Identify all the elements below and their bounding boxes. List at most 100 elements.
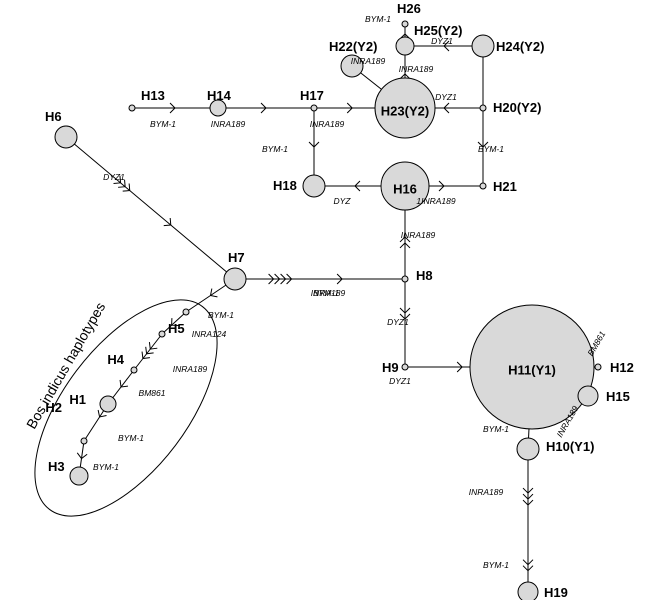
mutation-label-m16: BYM-1 xyxy=(313,288,339,298)
node-h2 xyxy=(80,437,88,445)
node-label-h6: H6 xyxy=(45,109,62,124)
node-label-h23: H23(Y2) xyxy=(381,103,429,118)
node-h4 xyxy=(130,366,138,374)
node-label-h26: H26 xyxy=(397,1,421,16)
mutation-tick xyxy=(286,273,293,285)
node-intermediate xyxy=(182,308,190,316)
node-label-h19: H19 xyxy=(544,585,568,600)
node-label-h9: H9 xyxy=(382,360,399,375)
mutation-tick xyxy=(308,141,320,148)
mutation-tick xyxy=(209,288,218,298)
node-label-h7: H7 xyxy=(228,250,245,265)
node-h7 xyxy=(223,267,247,291)
node-h1 xyxy=(99,395,117,413)
mutation-tick xyxy=(399,307,411,314)
mutation-label-m23: BYM-1 xyxy=(483,560,509,570)
node-h21 xyxy=(479,182,487,190)
mutation-tick xyxy=(274,273,281,285)
mutation-tick xyxy=(399,236,411,243)
mutation-tick xyxy=(169,102,176,114)
node-h12 xyxy=(594,363,602,371)
edge-h6-h7 xyxy=(65,136,236,280)
mutation-tick xyxy=(522,487,534,494)
mutation-label-m2: INRA189 xyxy=(211,119,246,129)
node-h20 xyxy=(479,104,487,112)
mutation-tick xyxy=(122,183,131,192)
mutation-label-m29: BYM-1 xyxy=(93,462,119,472)
node-label-h17: H17 xyxy=(300,88,324,103)
mutation-tick xyxy=(97,409,107,418)
mutation-label-m24: BYM-1 xyxy=(208,310,234,320)
mutation-tick xyxy=(119,379,129,388)
mutation-tick xyxy=(522,499,534,506)
mutation-label-m8: DYZ1 xyxy=(435,92,457,102)
mutation-label-m22: INRA189 xyxy=(469,487,504,497)
node-label-h5: H5 xyxy=(168,321,185,336)
node-h11 xyxy=(469,304,595,430)
mutation-label-m12: INRA189 xyxy=(351,56,386,66)
node-h25 xyxy=(395,36,415,56)
mutation-label-m11: INRA189 xyxy=(399,64,434,74)
edge-ia-h5 xyxy=(161,311,187,335)
mutation-tick xyxy=(522,559,534,566)
node-label-h22: H22(Y2) xyxy=(329,39,377,54)
mutation-tick xyxy=(477,141,489,148)
mutation-tick xyxy=(354,180,361,192)
node-h8 xyxy=(401,275,409,283)
mutation-tick xyxy=(438,180,445,192)
mutation-tick xyxy=(346,102,353,114)
node-h9 xyxy=(401,363,409,371)
mutation-tick xyxy=(141,351,150,360)
node-label-h4: H4 xyxy=(107,352,124,367)
mutation-tick xyxy=(163,217,172,227)
node-label-h16: H16 xyxy=(393,181,417,196)
mutation-label-m9: DYZ1 xyxy=(431,36,453,46)
node-h24 xyxy=(471,34,495,58)
mutation-tick xyxy=(456,361,463,373)
node-h26 xyxy=(401,20,409,28)
mutation-tick xyxy=(336,273,343,285)
node-label-h13: H13 xyxy=(141,88,165,103)
mutation-label-m13: INRA189 xyxy=(401,230,436,240)
node-h18 xyxy=(302,174,326,198)
node-h16 xyxy=(380,161,430,211)
mutation-tick xyxy=(113,175,122,184)
node-h23 xyxy=(374,77,436,139)
mutation-label-m4: BYM-1 xyxy=(262,144,288,154)
mutation-label-m5: DYZ xyxy=(334,196,352,206)
node-label-h1: H1 xyxy=(69,392,86,407)
mutation-tick xyxy=(399,73,411,80)
mutation-tick xyxy=(148,341,158,350)
node-h22 xyxy=(340,54,364,78)
node-h3 xyxy=(69,466,89,486)
mutation-tick xyxy=(443,102,450,114)
mutation-label-m25: INRA124 xyxy=(192,329,227,339)
node-h10 xyxy=(516,437,540,461)
mutation-tick xyxy=(399,313,411,320)
mutation-tick xyxy=(145,346,154,355)
mutation-label-m26: INRA189 xyxy=(173,364,208,374)
mutation-label-m17: DYZ1 xyxy=(389,376,411,386)
node-h15 xyxy=(577,385,599,407)
mutation-tick xyxy=(522,565,534,572)
node-h17 xyxy=(310,104,318,112)
mutation-tick xyxy=(260,102,267,114)
node-label-h8: H8 xyxy=(416,268,433,283)
node-label-h20: H20(Y2) xyxy=(493,100,541,115)
bos-indicus-group-label: Bos indicus haplotypes xyxy=(23,299,108,431)
node-label-h18: H18 xyxy=(273,178,297,193)
node-h14 xyxy=(209,99,227,117)
mutation-label-m18: DYZ1 xyxy=(103,172,125,182)
mutation-label-m7: BYM-1 xyxy=(478,144,504,154)
node-h13 xyxy=(128,104,136,112)
edge-h5-h4 xyxy=(133,333,163,371)
node-label-h12: H12 xyxy=(610,360,634,375)
mutation-label-m3: INRA189 xyxy=(310,119,345,129)
bos-indicus-group-ellipse xyxy=(34,299,218,517)
node-label-h15: H15 xyxy=(606,389,630,404)
node-h6 xyxy=(54,125,78,149)
node-h19 xyxy=(517,581,539,600)
node-label-h3: H3 xyxy=(48,459,65,474)
mutation-tick xyxy=(443,40,450,52)
node-label-h10: H10(Y1) xyxy=(546,439,594,454)
